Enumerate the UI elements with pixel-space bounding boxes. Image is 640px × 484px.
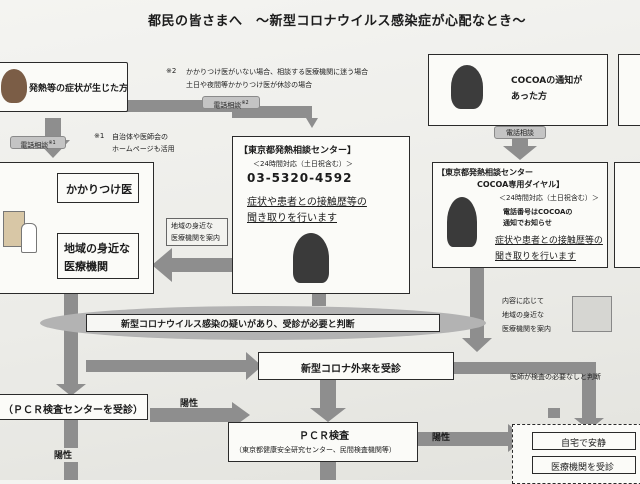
right-guide-1: 内容に応じて (502, 297, 544, 305)
operator-illustration (293, 233, 329, 283)
cocoa-note1: 電話番号はCOCOAの (503, 208, 573, 216)
right-guide-2: 地域の身近な (502, 311, 544, 319)
suspicion-banner-text: 新型コロナウイルス感染の疑いがあり、受診が必要と判断 (121, 320, 355, 330)
outpatient-label: 新型コロナ外来を受診 (301, 364, 401, 375)
family-doctor-label: かかりつけ医 (66, 183, 133, 196)
positive-label-1: 陽性 (180, 399, 199, 409)
consult-clinic-label: 医療機関を受診 (551, 463, 615, 473)
home-rest-box: 自宅で安静 (532, 432, 636, 450)
family-doctor-box: かかりつけ医 地域の身近な 医療機関 (0, 162, 154, 294)
note1-line2: ホームページも活用 (112, 145, 175, 153)
phone-consult-label: 電話相談 (20, 141, 49, 150)
page-title: 都民の皆さまへ ～新型コロナウイルス感染症が心配なとき～ (148, 14, 527, 29)
outpatient-box: 新型コロナ外来を受診 (258, 352, 454, 380)
home-rest-label: 自宅で安静 (561, 439, 607, 449)
phone-consult-label: 電話相談 (506, 129, 534, 137)
pcr-center-label: （ＰＣＲ検査センターを受診） (3, 405, 143, 416)
phone-consult-badge-1: 電話相談※1 (10, 136, 66, 149)
guide-label-line1: 地域の身近な (171, 222, 213, 230)
right-edge-box-2 (614, 162, 640, 268)
note1-line1: 自治体や医師会の (112, 133, 168, 141)
phone-consult-label: 電話相談 (213, 101, 242, 110)
person-illustration (451, 65, 483, 109)
guide-label-box: 地域の身近な 医療機関を案内 (166, 218, 228, 246)
pcr-test-box: ＰＣＲ検査 （東京都健康安全研究センター、民間検査機関等） (228, 422, 418, 462)
note2-line1: かかりつけ医がいない場合、相談する医療機関に迷う場合 (186, 68, 369, 76)
note-mark: ※1 (48, 140, 56, 146)
fever-center-box: 【東京都発熱相談センター】 ＜24時間対応（土日祝含む）＞ 03-5320-45… (232, 136, 410, 294)
symptom-box: 発熱等の症状が生じた方 (0, 62, 128, 112)
fever-center-hours: ＜24時間対応（土日祝含む）＞ (253, 160, 353, 168)
phone-consult-badge-2: 電話相談※2 (202, 96, 260, 109)
cocoa-line1: COCOAの通知が (511, 76, 583, 86)
patient-illustration (1, 69, 27, 103)
symptom-label: 発熱等の症状が生じた方 (29, 84, 129, 94)
cocoa-note2: 通知でお知らせ (503, 219, 552, 227)
positive-label-3: 陽性 (54, 451, 73, 461)
note-mark: ※2 (241, 100, 249, 106)
note2-mark: ※2 (166, 67, 177, 75)
right-edge-box (618, 54, 640, 126)
cocoa-line1: 症状や患者との接触歴等の (495, 236, 603, 246)
cocoa-header2: COCOA専用ダイヤル】 (477, 180, 565, 189)
local-clinic-line1: 地域の身近な (64, 242, 130, 255)
fever-center-line1: 症状や患者との接触歴等の (247, 197, 367, 208)
suspicion-banner: 新型コロナウイルス感染の疑いがあり、受診が必要と判断 (86, 314, 440, 332)
local-clinic-line2: 医療機関 (64, 260, 108, 273)
family-doctor-label-box: かかりつけ医 (57, 173, 139, 203)
pcr-center-box: （ＰＣＲ検査センターを受診） (0, 394, 148, 420)
phone-consult-badge-3: 電話相談 (494, 126, 546, 139)
cocoa-header1: 【東京都発熱相談センター (437, 168, 533, 177)
cocoa-line2: あった方 (511, 92, 548, 102)
fever-center-header: 【東京都発熱相談センター】 (239, 146, 357, 156)
hospital-illustration (572, 296, 612, 332)
guide-label-line2: 医療機関を案内 (171, 234, 220, 242)
arrow-shaft (45, 118, 61, 140)
local-clinic-label-box: 地域の身近な 医療機関 (57, 233, 139, 279)
doctor-no-test: 医師が検査の必要なしと判断 (510, 373, 601, 381)
consult-clinic-box: 医療機関を受診 (532, 456, 636, 474)
doctor-illustration (21, 223, 37, 253)
cocoa-hours: ＜24時間対応（土日祝含む）＞ (499, 194, 599, 202)
cocoa-line2: 聞き取りを行います (495, 252, 577, 262)
cocoa-notice-box: COCOAの通知が あった方 (428, 54, 608, 126)
note1-mark: ※1 (94, 132, 105, 140)
right-guide-3: 医療機関を案内 (502, 325, 551, 333)
fever-center-phone: 03-5320-4592 (247, 171, 353, 185)
fever-center-line2: 聞き取りを行います (247, 213, 337, 224)
operator-illustration (447, 197, 477, 247)
note2-line2: 土日や夜間等かかりつけ医が休診の場合 (186, 81, 313, 89)
positive-label-2: 陽性 (432, 433, 451, 443)
pcr-test-title: ＰＣＲ検査 (299, 431, 349, 442)
cocoa-dial-box: 【東京都発熱相談センター COCOA専用ダイヤル】 ＜24時間対応（土日祝含む）… (432, 162, 608, 268)
pcr-test-sub: （東京都健康安全研究センター、民間検査機関等） (235, 446, 396, 454)
